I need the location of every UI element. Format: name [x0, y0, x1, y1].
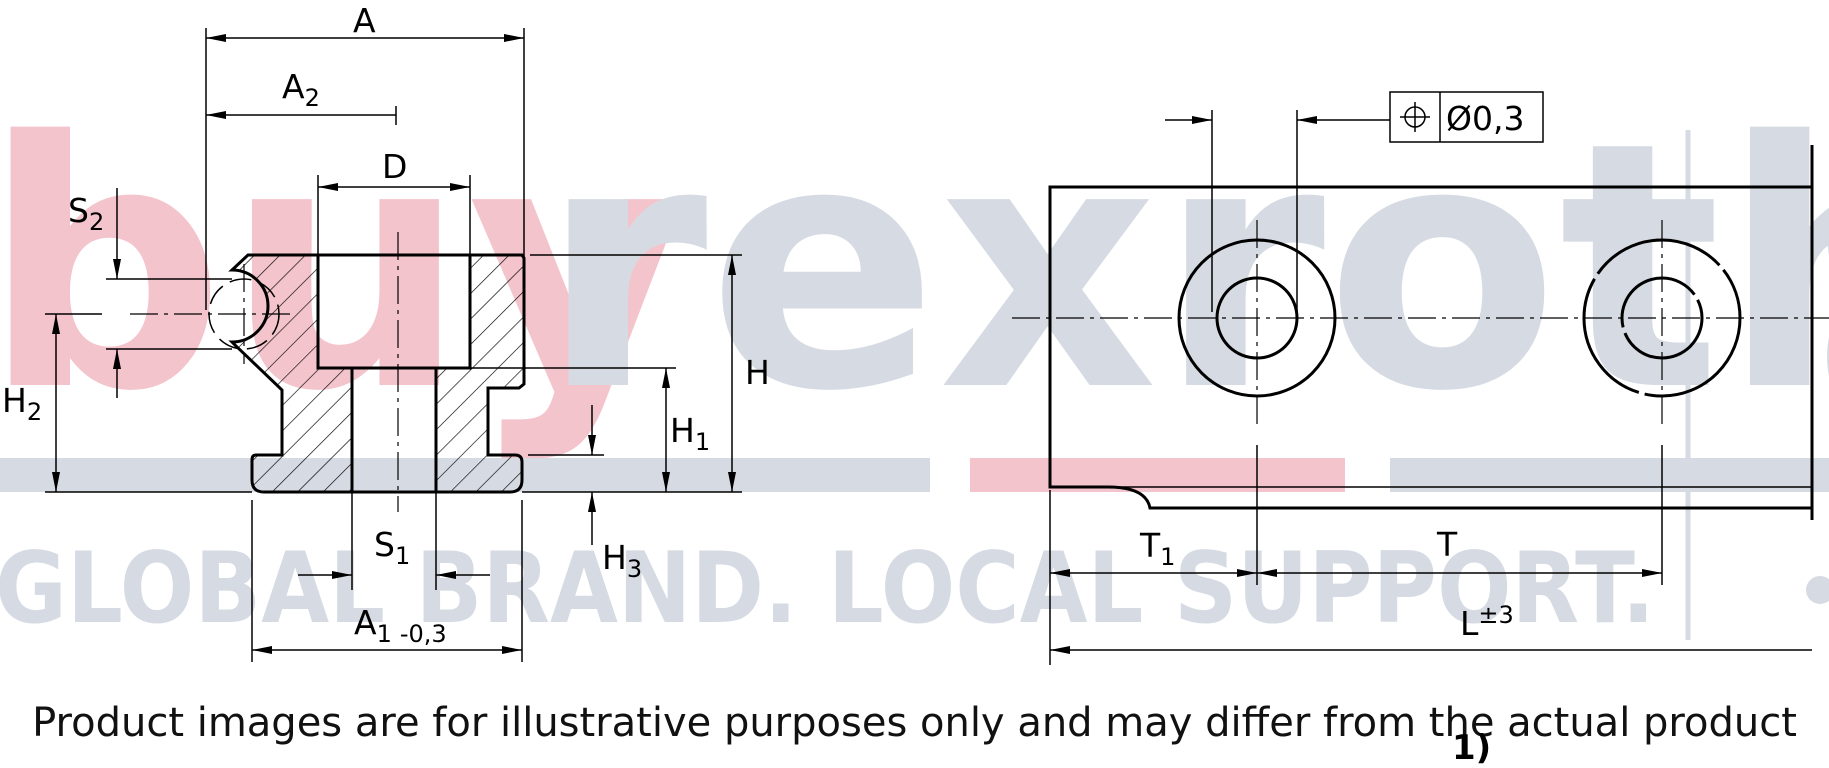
label-a: A [353, 1, 376, 40]
dimension-a2: A2 [206, 67, 397, 125]
label-t: T [1436, 525, 1458, 564]
dimension-h2: H2 [2, 313, 252, 493]
dimension-t: T [1257, 445, 1663, 585]
watermark-dot [1806, 576, 1829, 604]
dimension-a: A [205, 1, 525, 310]
label-l: L±3 [1460, 601, 1514, 643]
label-h3: H3 [602, 538, 642, 583]
left-view-cross-section: A A2 D S2 H2 [2, 1, 770, 662]
dimension-a1: A1-0,3 [251, 500, 523, 662]
dimension-s1: S1 [298, 492, 490, 590]
position-symbol-icon [1400, 102, 1430, 132]
label-a2: A2 [282, 67, 320, 112]
position-tolerance: Ø0,3 [1165, 91, 1544, 312]
dimension-h3: H3 [528, 405, 642, 583]
disclaimer-caption: Product images are for illustrative purp… [32, 700, 1797, 746]
label-t1: T1 [1139, 526, 1175, 571]
label-s1: S1 [374, 525, 410, 570]
right-view-top: Ø0,3 T1 T L±3 [1012, 91, 1829, 665]
dimension-t1: T1 [1049, 445, 1258, 665]
watermark-tagline: GLOBAL BRAND. LOCAL SUPPORT. [0, 532, 1655, 646]
label-d: D [382, 147, 407, 186]
label-h: H [745, 353, 770, 392]
label-h1: H1 [670, 411, 710, 456]
watermark-brand-com: com [1780, 160, 1829, 648]
section-right-half [434, 253, 526, 494]
dimension-d: D [317, 147, 471, 255]
footnote-marker: 1) [1452, 728, 1492, 768]
label-a1: A1-0,3 [354, 603, 447, 648]
tolerance-value: Ø0,3 [1446, 99, 1524, 138]
dimension-h1: H1 [470, 367, 710, 492]
dimension-l: L±3 [1050, 601, 1812, 654]
label-s2: S2 [68, 191, 104, 236]
watermark: buy rexroth GLOBAL BRAND. LOCAL SUPPORT.… [0, 70, 1829, 648]
dimension-h: H [522, 254, 770, 493]
label-h2: H2 [2, 381, 42, 426]
watermark-brand-rexroth: rexroth [540, 70, 1829, 466]
dimension-s2: S2 [68, 188, 232, 398]
